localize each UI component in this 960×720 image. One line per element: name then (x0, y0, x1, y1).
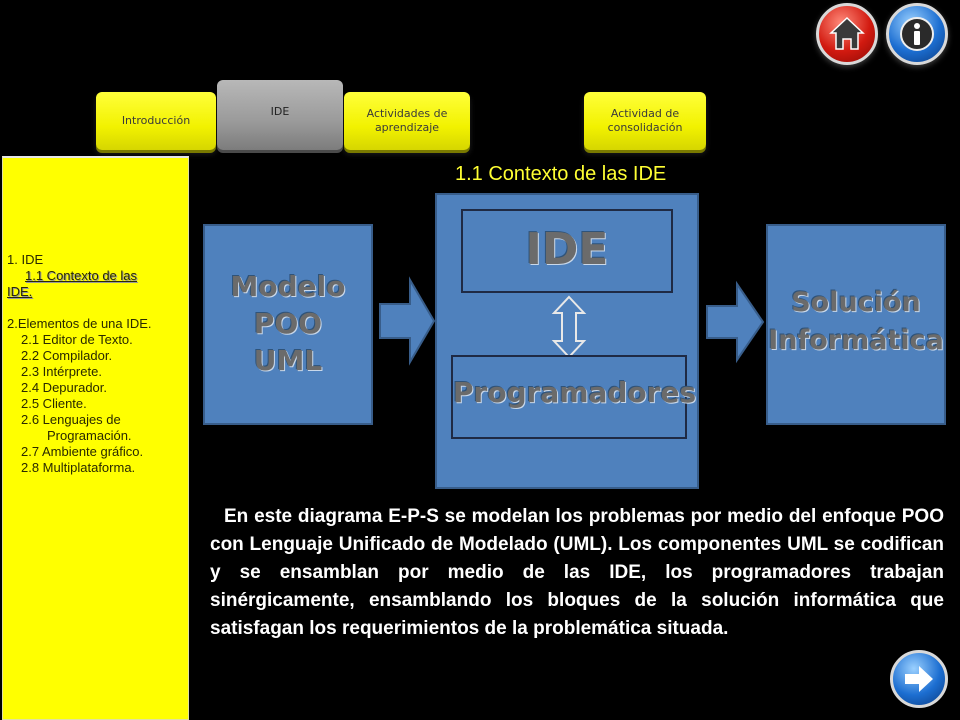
sidebar-item-lenguajes[interactable]: 2.6 Lenguajes de (21, 412, 121, 427)
sidebar-item-editor[interactable]: 2.1 Editor de Texto. (21, 332, 133, 347)
programmers-box: Programadores (451, 355, 697, 439)
diagram-process-box: IDE Programadores (435, 193, 699, 489)
home-button[interactable] (816, 3, 878, 65)
sidebar-item-lenguajes-cont[interactable]: Programación. (47, 428, 132, 443)
sidebar-item-compilador[interactable]: 2.2 Compilador. (21, 348, 113, 363)
sidebar-menu: 1. IDE 1.1 Contexto de las IDE. 2.Elemen… (2, 156, 189, 720)
sidebar-item-interprete[interactable]: 2.3 Intérprete. (21, 364, 102, 379)
sidebar-item-multiplataforma[interactable]: 2.8 Multiplataforma. (21, 460, 136, 475)
output-label: Solución Informática (768, 287, 944, 356)
page-title: 1.1 Contexto de las IDE (455, 163, 667, 185)
sidebar-item-contexto[interactable]: 1.1 Contexto de las (25, 268, 138, 283)
next-button[interactable] (890, 650, 948, 708)
arrow-right-1 (379, 276, 436, 366)
tab-introduccion[interactable]: Introducción (96, 92, 216, 150)
tab-actividad-consolidacion[interactable]: Actividad de consolidación (584, 92, 706, 150)
sidebar-item-cliente[interactable]: 2.5 Cliente. (21, 396, 87, 411)
info-button[interactable] (886, 3, 948, 65)
programmers-label: Programadores (453, 376, 697, 409)
ide-label: IDE (525, 224, 609, 275)
tab-label: Actividades de aprendizaje (366, 107, 448, 134)
info-icon (900, 17, 934, 51)
tab-label: Actividad de consolidación (607, 107, 683, 134)
tab-label: Introducción (121, 114, 191, 127)
diagram-output-box: Solución Informática (766, 224, 946, 425)
ide-box: IDE (461, 209, 673, 293)
sidebar-item-ide[interactable]: 1. IDE (7, 252, 44, 267)
description-text: En este diagrama E-P-S se modelan los pr… (210, 506, 944, 639)
tab-ide[interactable]: IDE (217, 80, 343, 150)
sidebar-item-depurador[interactable]: 2.4 Depurador. (21, 380, 108, 395)
diagram-input-box: Modelo POO UML (203, 224, 373, 425)
home-icon (829, 16, 865, 50)
double-arrow-vertical (551, 295, 587, 359)
sidebar-item-elementos[interactable]: 2.Elementos de una IDE. (7, 316, 152, 331)
sidebar-item-contexto-cont[interactable]: IDE. (7, 284, 33, 299)
arrow-right-2 (706, 280, 765, 364)
tab-label: IDE (270, 105, 290, 118)
tab-actividades-aprendizaje[interactable]: Actividades de aprendizaje (344, 92, 470, 150)
sidebar-item-ambiente[interactable]: 2.7 Ambiente gráfico. (21, 444, 144, 459)
arrow-right-icon (905, 666, 933, 692)
input-label: Modelo POO UML (230, 270, 346, 377)
